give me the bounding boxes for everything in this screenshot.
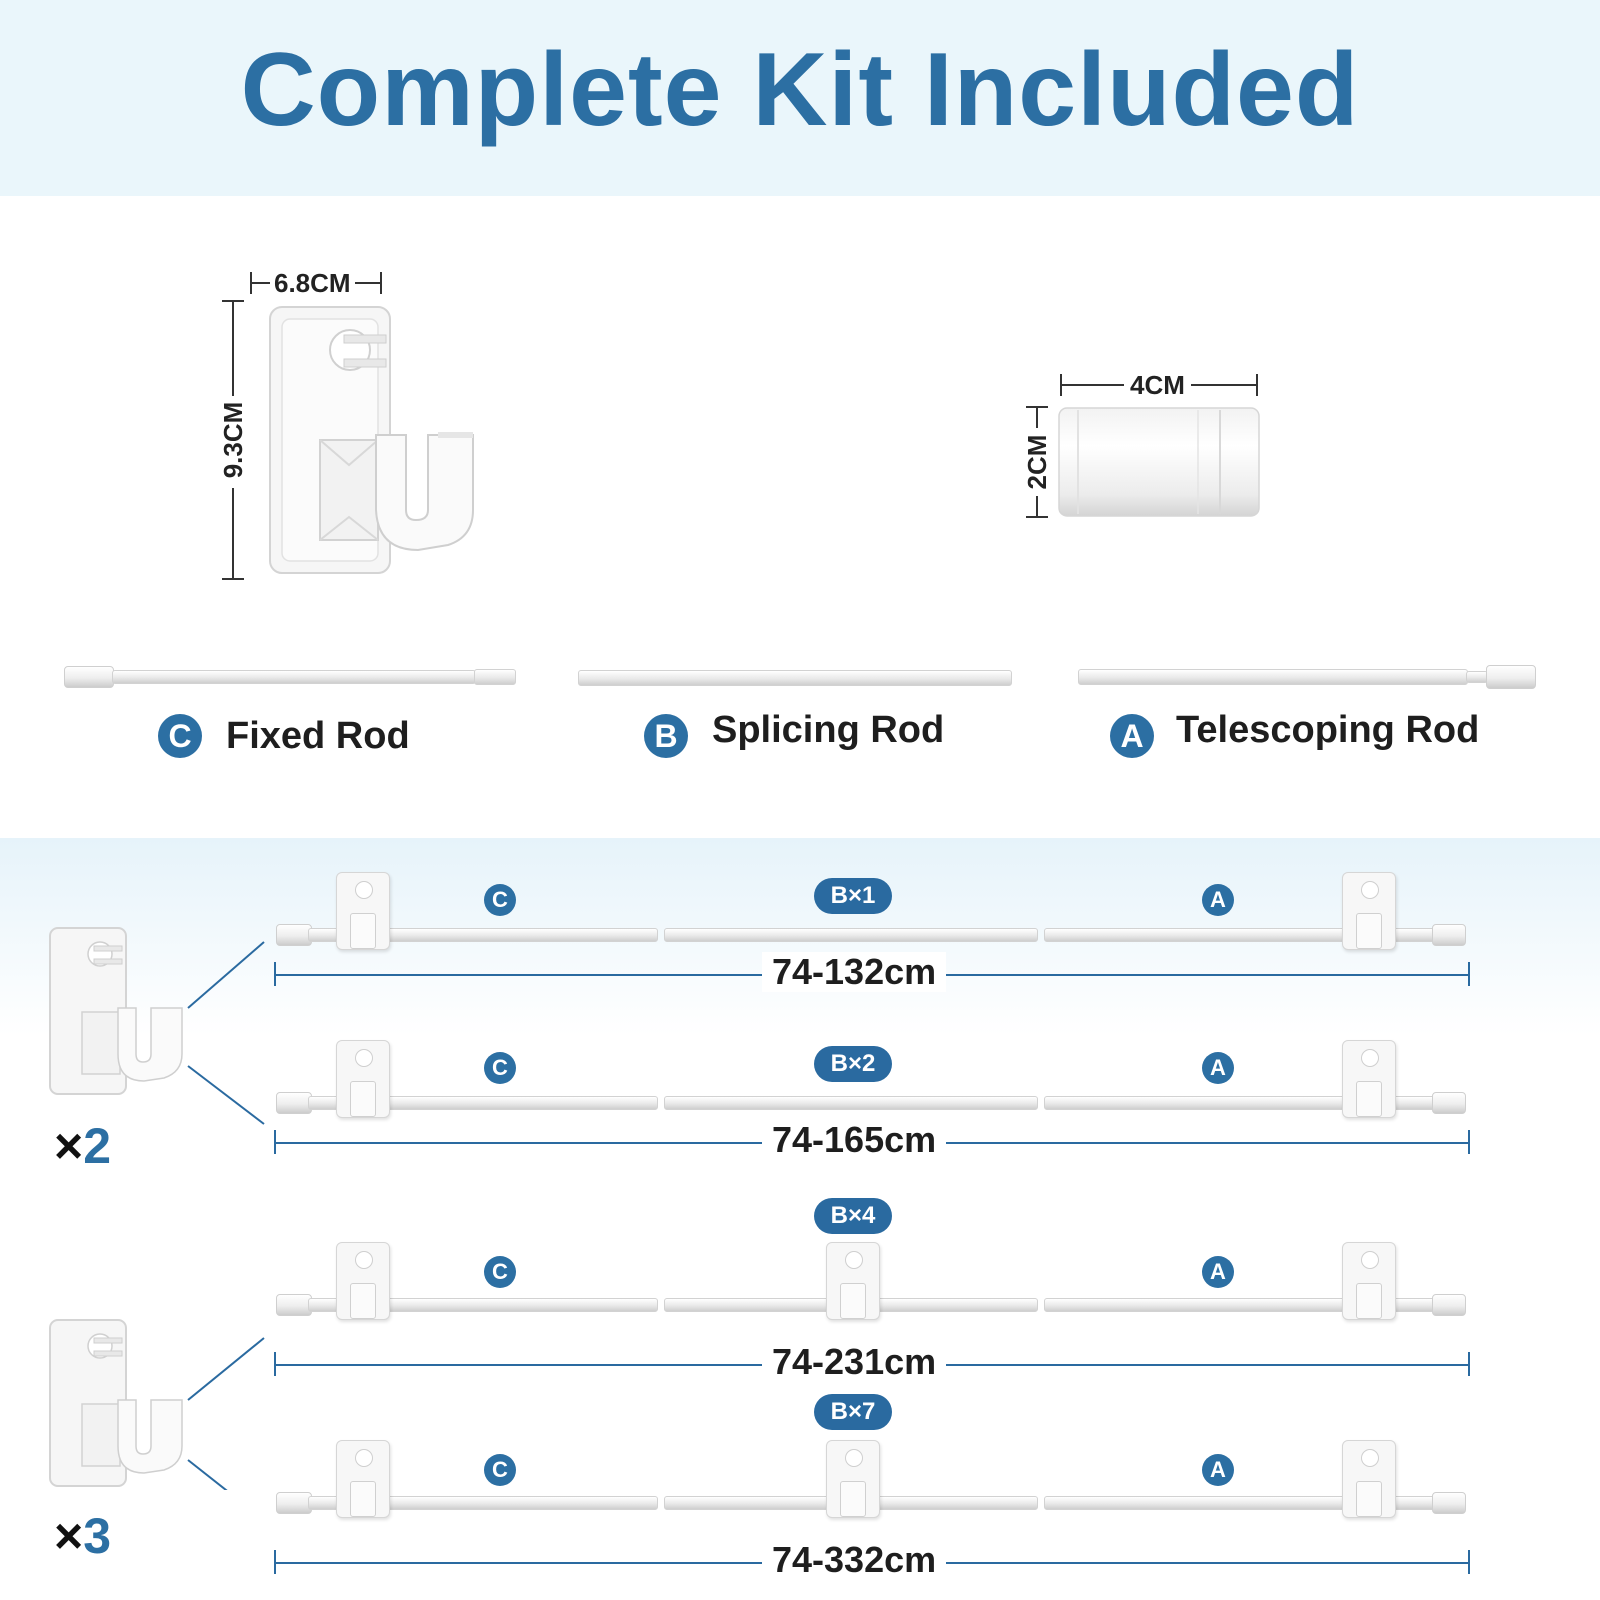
bracket-count-2: ×3 [54,1508,111,1564]
length-label: 74-231cm [762,1342,947,1382]
connector-width-dimension: 4CM [1060,370,1258,400]
rod-end [276,1294,312,1316]
wall-bracket [336,872,390,950]
splicing-rod-image [578,668,1012,686]
wall-bracket [826,1440,880,1518]
fixed-rod-label: Fixed Rod [226,715,410,757]
ruler-end-tick [1468,1550,1470,1574]
splicing-rod-label: Splicing Rod [712,709,945,751]
badge-c: C [484,884,516,916]
wall-bracket [336,1242,390,1320]
badge-c: C [158,714,202,758]
wall-bracket [1342,872,1396,950]
rod-end [1432,1092,1466,1114]
badge-a: A [1202,1454,1234,1486]
rod-end [276,1092,312,1114]
splice-count-pill: B×7 [814,1394,892,1430]
wall-bracket [336,1440,390,1518]
connector-height-dimension: 2CM [1022,406,1052,518]
bracket-height-label: 9.3CM [218,401,248,479]
badge-c: C [484,1454,516,1486]
telescoping-rod-label: Telescoping Rod [1176,709,1480,751]
ruler-end-tick [1468,1352,1470,1376]
fixed-rod-image [64,664,518,690]
rod-end [1432,1294,1466,1316]
wall-bracket [826,1242,880,1320]
splice-count-pill: B×1 [814,878,892,914]
page-title: Complete Kit Included [240,32,1360,148]
connector-height-label: 2CM [1022,434,1052,490]
bracket-image [268,305,478,577]
wall-bracket [1342,1242,1396,1320]
bracket-group-2-image [48,1318,188,1490]
ruler-end-tick [1468,1130,1470,1154]
count-number: 3 [83,1508,112,1564]
badge-a: A [1202,1256,1234,1288]
wall-bracket [1342,1040,1396,1118]
connector-width-label: 4CM [1124,370,1191,400]
rod-splice-segment [664,928,1038,942]
length-label: 74-132cm [762,952,947,992]
bracket-height-dimension: 9.3CM [218,300,248,580]
connector-lines [187,941,265,1490]
bracket-count-1: ×2 [54,1118,111,1174]
badge-b: B [644,714,688,758]
wall-bracket [1342,1440,1396,1518]
rod-end [276,1492,312,1514]
length-label: 74-165cm [762,1120,947,1160]
badge-a: A [1202,1052,1234,1084]
rod-end [276,924,312,946]
connector-image [1058,406,1260,518]
rod-splice-segment [664,1096,1038,1110]
header-banner [0,0,1600,196]
badge-c: C [484,1052,516,1084]
splice-count-pill: B×4 [814,1198,892,1234]
badge-a: A [1110,714,1154,758]
length-label: 74-332cm [762,1540,947,1580]
badge-a: A [1202,884,1234,916]
wall-bracket [336,1040,390,1118]
ruler-end-tick [1468,962,1470,986]
badge-c: C [484,1256,516,1288]
multiply-sign: × [54,1508,84,1564]
rod-fixed-segment [308,928,658,942]
splice-count-pill: B×2 [814,1046,892,1082]
count-number: 2 [83,1118,112,1174]
rod-fixed-segment [308,1496,658,1510]
rod-fixed-segment [308,1096,658,1110]
rod-end [1432,924,1466,946]
rod-end [1432,1492,1466,1514]
multiply-sign: × [54,1118,84,1174]
bracket-width-label: 6.8CM [270,268,355,298]
bracket-group-1-image [48,926,188,1098]
rod-fixed-segment [308,1298,658,1312]
telescoping-rod-image [1078,662,1536,690]
bracket-width-dimension: 6.8CM [250,268,382,298]
